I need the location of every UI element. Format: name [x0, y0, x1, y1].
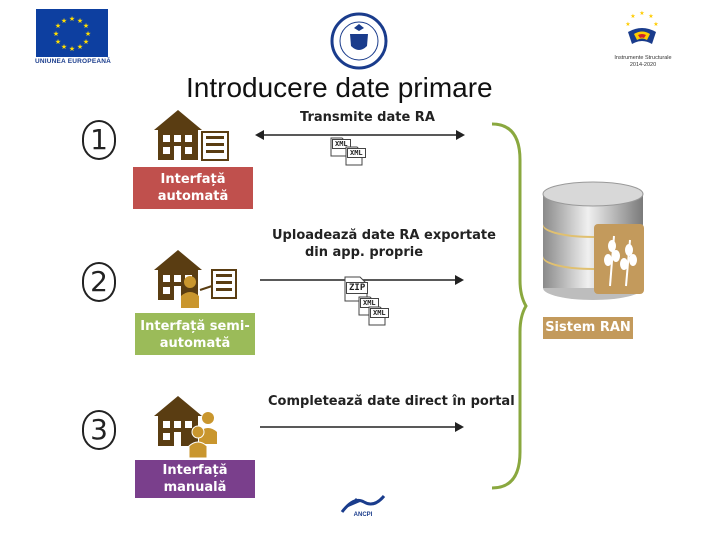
grouping-bracket	[488, 120, 528, 497]
zip-file-tag: ZIP	[346, 282, 369, 294]
arrow-label-3: Completează date direct în portal	[268, 394, 515, 409]
svg-text:★: ★	[69, 15, 75, 23]
svg-text:★: ★	[625, 21, 630, 28]
step-number-1: 1	[82, 120, 116, 160]
step-number-3: 3	[82, 410, 116, 450]
database-icon	[538, 174, 648, 309]
arrow-bidirectional-1	[255, 128, 465, 146]
svg-text:★: ★	[55, 22, 61, 30]
interface-automated-box: Interfață automată	[133, 167, 253, 209]
ancpi-logo	[340, 494, 386, 519]
svg-text:★: ★	[61, 17, 67, 25]
structural-instruments-logo: ★★★ ★★	[622, 8, 662, 48]
arrow-label-2-line2: din app. proprie	[304, 245, 424, 260]
structural-instruments-years: 2014-2020	[629, 62, 657, 68]
building-icon-semi-automated	[150, 246, 240, 315]
xml-file-tag: XML	[370, 308, 389, 318]
svg-text:★: ★	[77, 17, 83, 25]
interface-manual-box: Interfață manuală	[135, 460, 255, 498]
ancpi-logo-text: ANCPI	[353, 512, 373, 518]
svg-text:★: ★	[69, 45, 75, 53]
arrow-right-3	[260, 420, 464, 438]
svg-text:★: ★	[648, 13, 653, 20]
structural-instruments-caption: Instrumente Structurale	[614, 55, 672, 61]
step-number-2: 2	[82, 262, 116, 302]
building-icon-automated	[150, 106, 232, 167]
svg-text:★: ★	[77, 43, 83, 51]
building-icon-manual	[150, 392, 230, 463]
interface-semi-automated-box: Interfață semi-automată	[135, 313, 255, 355]
xml-file-tag: XML	[347, 148, 366, 158]
svg-text:★: ★	[83, 38, 89, 46]
arrow-label-1: Transmite date RA	[300, 110, 435, 125]
svg-text:★: ★	[639, 10, 644, 17]
system-ran-label: Sistem RAN	[543, 317, 633, 339]
svg-text:★: ★	[85, 30, 91, 38]
arrow-label-2-line1: Uploadează date RA exportate	[272, 228, 496, 243]
xml-file-tag: XML	[332, 139, 351, 149]
eu-flag-logo: ★★★★ ★★★★ ★★★★	[36, 9, 108, 57]
svg-text:★: ★	[61, 43, 67, 51]
government-seal-logo	[330, 12, 388, 70]
eu-caption: UNIUNEA EUROPEANĂ	[34, 58, 112, 65]
page-title: Introducere date primare	[186, 72, 493, 103]
svg-text:★: ★	[630, 13, 635, 20]
svg-text:★: ★	[55, 38, 61, 46]
svg-text:★: ★	[83, 22, 89, 30]
svg-text:★: ★	[653, 21, 658, 28]
svg-text:★: ★	[53, 30, 59, 38]
